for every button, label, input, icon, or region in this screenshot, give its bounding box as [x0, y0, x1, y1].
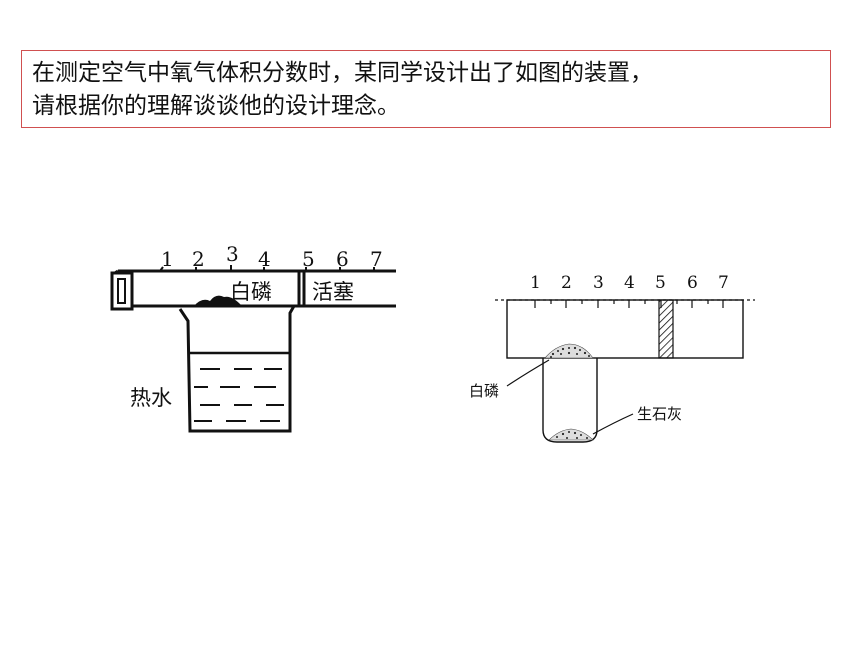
scale-number: 4: [624, 273, 635, 293]
question-text-box: 在测定空气中氧气体积分数时，某同学设计出了如图的装置， 请根据你的理解谈谈他的设…: [21, 50, 831, 128]
glass-tube: [506, 299, 744, 359]
scale-number: 7: [718, 273, 729, 293]
quicklime-pile: [548, 428, 594, 441]
question-line-2: 请根据你的理解谈谈他的设计理念。: [32, 93, 400, 119]
scale-number: 6: [687, 273, 698, 293]
apparatus-right-diagram: 1 2 3 4 5 6 7 白磷 生石灰: [469, 273, 755, 443]
beaker: [178, 305, 296, 433]
question-line-1: 在测定空气中氧气体积分数时，某同学设计出了如图的装置，: [32, 60, 653, 86]
scale-number: 6: [336, 247, 349, 271]
scale-number: 4: [258, 247, 271, 271]
scale-number: 2: [192, 247, 205, 271]
scale-number: 1: [161, 247, 174, 271]
scale-number: 5: [655, 273, 666, 293]
piston: [658, 299, 674, 359]
scale-number: 7: [370, 247, 383, 271]
white-phosphorus-pile: [544, 343, 594, 359]
scale-number: 3: [593, 273, 604, 293]
hot-water: [194, 368, 284, 422]
phosphorus-label: 白磷: [469, 382, 499, 400]
scale-number: 1: [530, 273, 541, 293]
piston-label: 活塞: [312, 280, 354, 304]
scale-ticks: [534, 300, 724, 308]
stopper-inner: [117, 278, 126, 304]
phosphorus-pointer: [506, 359, 550, 387]
scale-number: 3: [226, 242, 239, 266]
phosphorus-label: 白磷: [230, 280, 272, 304]
scale-number: 2: [561, 273, 572, 293]
quicklime-pointer: [592, 413, 634, 435]
quicklime-label: 生石灰: [637, 405, 682, 423]
hot-water-label: 热水: [130, 386, 172, 410]
piston: [297, 271, 306, 306]
white-phosphorus-pile: [194, 295, 242, 306]
apparatus-left-diagram: 1 2 3 4 5 6 7 活塞 白磷 热水: [110, 242, 396, 433]
scale-number: 5: [302, 247, 315, 271]
quicklime-tube: [542, 358, 598, 443]
